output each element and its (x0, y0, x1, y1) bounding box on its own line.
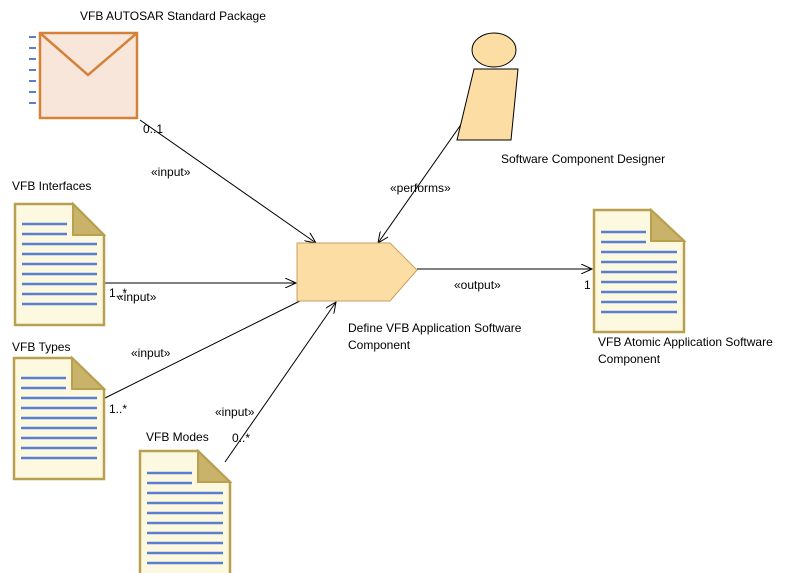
designer-label: Software Component Designer (501, 152, 665, 166)
types-node[interactable] (12, 355, 107, 481)
task-label-line2: Component (348, 338, 411, 352)
document-icon (13, 201, 107, 327)
edge-package-stereotype: «input» (151, 165, 191, 179)
output-label-line1: VFB Atomic Application Software (598, 335, 773, 349)
envelope-flap (39, 32, 138, 77)
package-node[interactable]: VFB AUTOSAR Standard Package (29, 9, 266, 120)
edge-package-multiplicity: 0..1 (143, 122, 163, 136)
edge-modes-stereotype: «input» (215, 405, 255, 419)
edge-output-stereotype: «output» (454, 278, 501, 292)
package-ticks (29, 36, 36, 104)
document-icon (138, 448, 233, 573)
edge-types-to-task (104, 292, 318, 399)
edge-types-multiplicity: 1..* (109, 402, 127, 416)
task-node[interactable]: Define VFB Application Software Componen… (296, 242, 522, 352)
output-label-line2: Component (598, 352, 661, 366)
document-icon (592, 207, 687, 334)
edge-designer-to-task (378, 105, 475, 243)
interfaces-label: VFB Interfaces (12, 179, 91, 193)
edge-output-multiplicity: 1 (584, 278, 591, 292)
task-pentagon-icon (296, 242, 418, 302)
types-label: VFB Types (12, 340, 70, 354)
modes-label: VFB Modes (146, 430, 209, 444)
role-actor-icon (456, 32, 519, 141)
package-label: VFB AUTOSAR Standard Package (80, 9, 266, 23)
edge-interfaces-stereotype: «input» (117, 290, 157, 304)
designer-node[interactable]: Software Component Designer (456, 32, 665, 166)
edge-modes-multiplicity: 0..* (232, 431, 250, 445)
edge-interfaces-multiplicity: 1..* (109, 286, 127, 300)
task-label-line1: Define VFB Application Software (348, 321, 522, 335)
edge-modes-to-task (224, 302, 336, 463)
edge-designer-stereotype: «performs» (390, 181, 451, 195)
modes-node[interactable] (138, 448, 233, 573)
edge-types-stereotype: «input» (131, 346, 171, 360)
output-node[interactable] (592, 207, 687, 334)
document-icon (12, 355, 107, 481)
edge-package-to-task (139, 119, 316, 243)
interfaces-node[interactable] (13, 201, 107, 327)
